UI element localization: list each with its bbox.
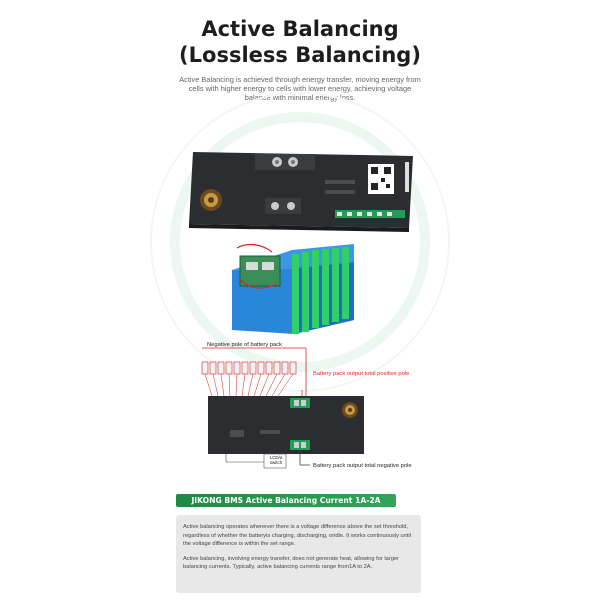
switch-label-line1: LCD/a (269, 455, 283, 460)
info-box: Active balancing operates whenever there… (176, 515, 421, 593)
decorative-ring-outer (150, 92, 450, 392)
balancing-current-banner: JIKONG BMS Active Balancing Current 1A-2… (176, 494, 396, 507)
battery-pack-image (232, 243, 354, 334)
info-paragraph-1: Active balancing operates whenever there… (183, 524, 411, 548)
page-title-line2: (Lossless Balancing) (179, 43, 421, 67)
decorative-ring (170, 112, 430, 372)
neg-pole-label: Negative pole of battery pack (207, 342, 283, 348)
switch-label-line2: switch (269, 460, 283, 465)
wiring-diagram (201, 347, 364, 469)
bms-board-image (189, 152, 413, 232)
page-title-line1: Active Balancing (201, 17, 399, 41)
switch-label: LCD/a switch (266, 455, 286, 465)
pos-output-label: Battery pack output total positive pole (313, 371, 410, 377)
info-paragraph-2: Active balancing, involving energy trans… (183, 555, 399, 571)
neg-output-label: Battery pack output total negative pole (313, 463, 412, 469)
